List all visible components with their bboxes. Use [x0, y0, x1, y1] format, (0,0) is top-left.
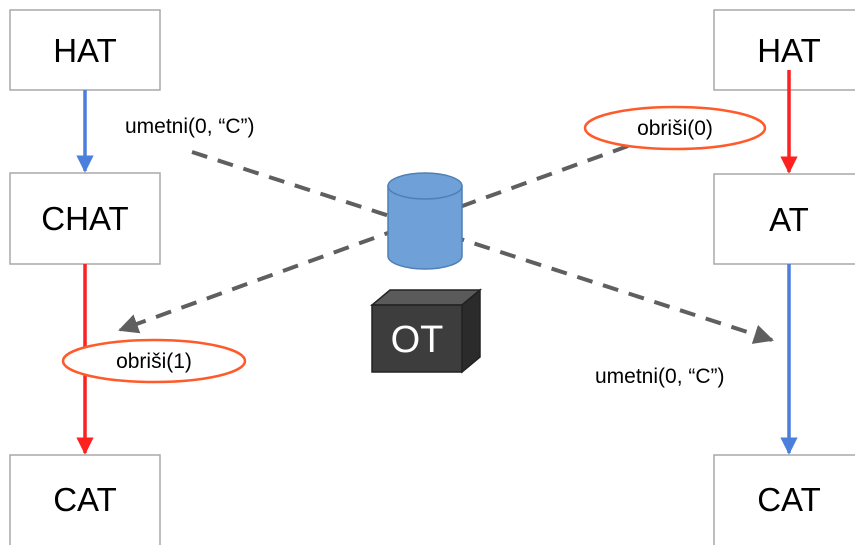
right-delete-op-label: obriši(0)	[637, 117, 713, 140]
ot-engine-box: OT	[369, 288, 483, 374]
right-delete-op: obriši(0)	[583, 105, 767, 151]
right-state-hat: HAT	[713, 9, 855, 91]
right-state-at: AT	[713, 173, 855, 265]
left-state-hat: HAT	[9, 9, 161, 91]
left-state-cat-label: CAT	[53, 481, 117, 518]
right-state-cat: CAT	[713, 454, 855, 545]
left-state-cat: CAT	[9, 454, 161, 545]
left-state-hat-label: HAT	[53, 32, 117, 69]
left-state-chat: CHAT	[9, 172, 161, 265]
right-state-cat-label: CAT	[757, 481, 821, 518]
left-state-chat-label: CHAT	[41, 200, 128, 237]
right-state-at-label: AT	[769, 201, 809, 238]
right-state-hat-label: HAT	[757, 32, 821, 69]
left-delete-op-label: obriši(1)	[116, 350, 192, 373]
database-cylinder-icon	[387, 172, 463, 270]
left-delete-op: obriši(1)	[61, 338, 247, 384]
left-insert-op-label: umetni(0, “C”)	[125, 115, 255, 138]
right-insert-op-label: umetni(0, “C”)	[595, 365, 725, 388]
dashed-arrow-left-to-right	[191, 150, 774, 344]
ot-label: OT	[391, 319, 444, 361]
dashed-arrow-right-to-left	[118, 144, 629, 334]
